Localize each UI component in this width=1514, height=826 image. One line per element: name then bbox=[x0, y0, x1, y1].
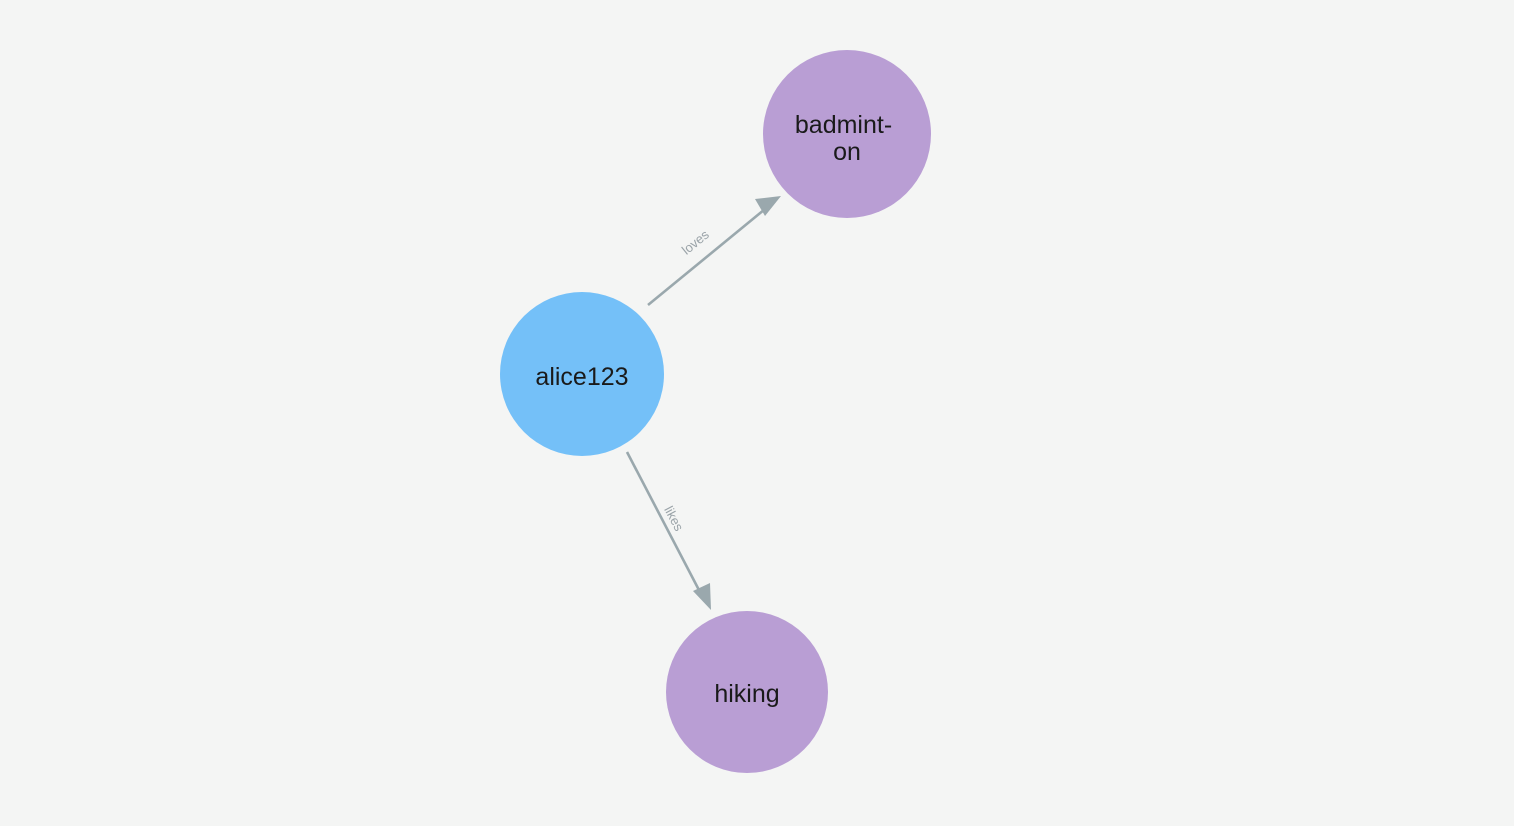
node-circle[interactable] bbox=[763, 50, 931, 218]
arrowhead-icon bbox=[693, 583, 711, 610]
node-badminton[interactable]: badmint- on bbox=[763, 50, 931, 218]
node-circle[interactable] bbox=[500, 292, 664, 456]
node-circle[interactable] bbox=[666, 611, 828, 773]
edge-line[interactable] bbox=[625, 451, 702, 593]
edge-line[interactable] bbox=[647, 203, 771, 307]
node-hiking[interactable]: hiking bbox=[666, 611, 828, 773]
arrowhead-icon bbox=[755, 196, 781, 216]
node-alice123[interactable]: alice123 bbox=[500, 292, 664, 456]
